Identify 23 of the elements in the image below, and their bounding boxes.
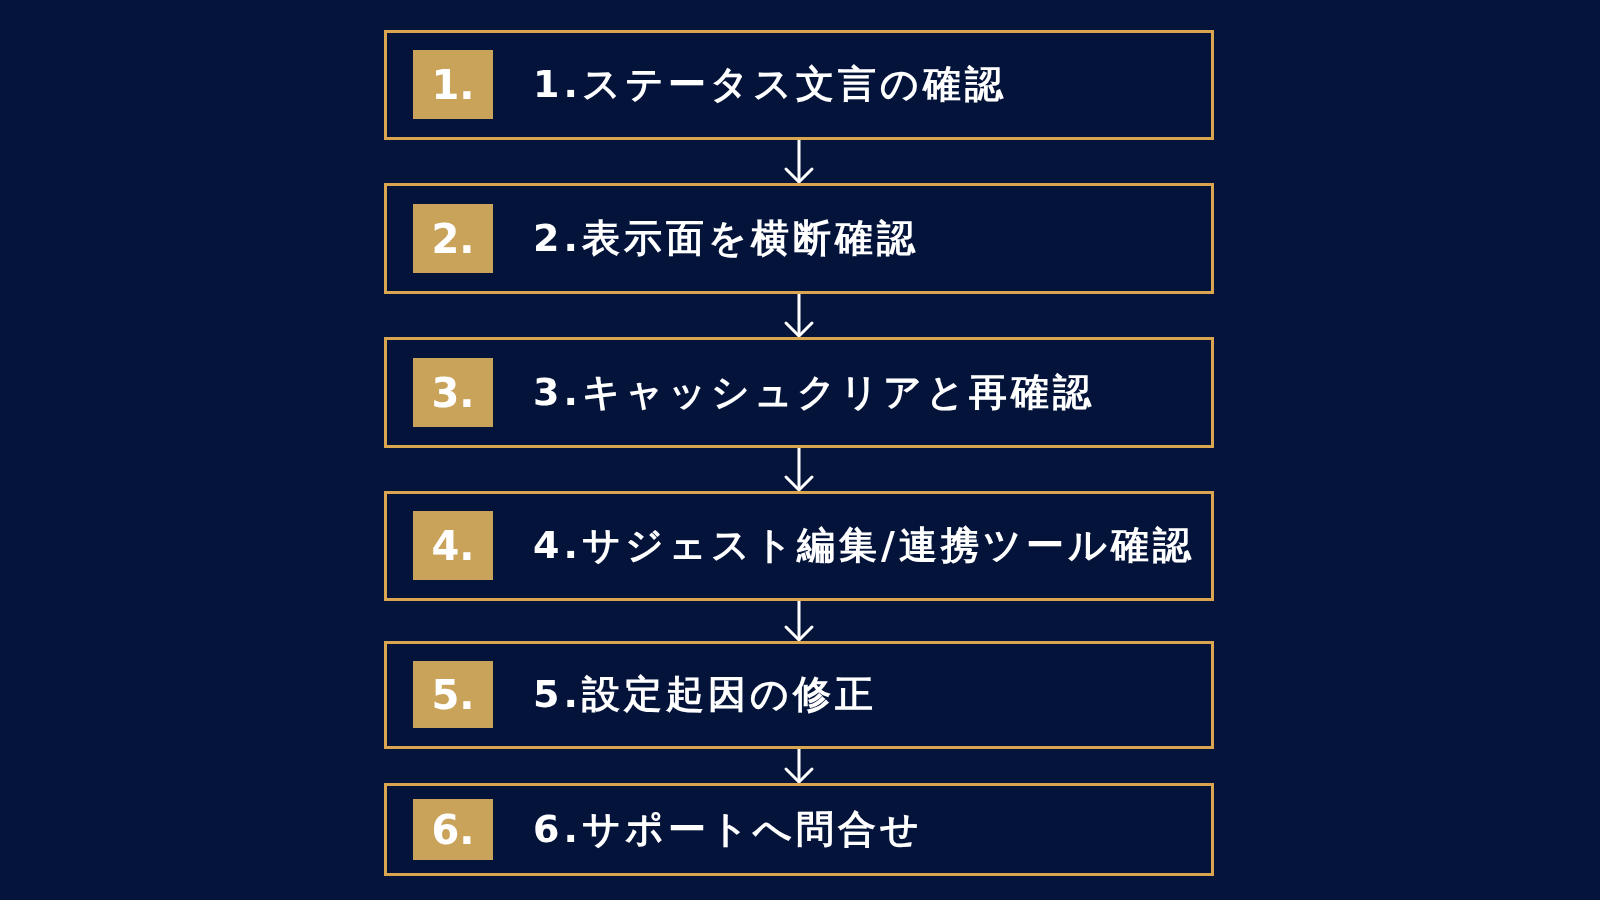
step-number-badge: 3.	[413, 358, 493, 427]
step-title: 2.表示面を横断確認	[533, 216, 919, 262]
step-title: 3.キャッシュクリアと再確認	[533, 370, 1095, 416]
step-title: 1.ステータス文言の確認	[533, 62, 1007, 108]
step-number-badge: 4.	[413, 511, 493, 580]
step-title: 5.設定起因の修正	[533, 672, 877, 718]
step-number-badge: 1.	[413, 50, 493, 119]
step-box	[384, 337, 1214, 448]
arrow	[784, 601, 814, 642]
step-box	[384, 641, 1214, 749]
step-box	[384, 783, 1214, 876]
arrow	[784, 294, 814, 338]
step-number-badge: 2.	[413, 204, 493, 273]
arrow	[784, 749, 814, 784]
step-box	[384, 30, 1214, 140]
step-box	[384, 491, 1214, 601]
step-box	[384, 183, 1214, 294]
step-title: 6.サポートへ問合せ	[533, 807, 923, 853]
step-title: 4.サジェスト編集/連携ツール確認	[533, 523, 1195, 569]
step-number-badge: 6.	[413, 799, 493, 860]
arrow	[784, 140, 814, 184]
step-number-badge: 5.	[413, 661, 493, 728]
arrow	[784, 448, 814, 492]
